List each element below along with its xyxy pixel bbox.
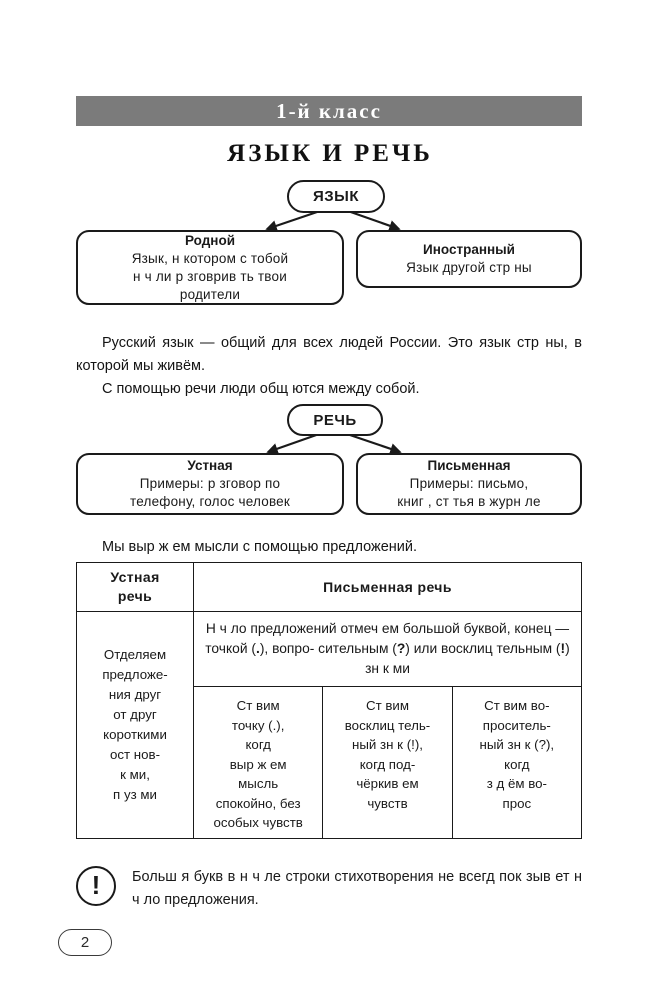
node-rodnoy: Родной Язык, н котором с тобой н ч ли р … [76, 230, 344, 305]
page-number-label: 2 [80, 934, 90, 951]
node-rodnoy-title: Родной [184, 232, 235, 248]
exclamation-icon: ! [76, 866, 116, 906]
node-rodnoy-body: Язык, н котором с тобой н ч ли р зговрив… [131, 250, 289, 302]
table-row: Ст вим точку (.), когд выр ж ем мысль сп… [77, 686, 583, 839]
table-row: Отделяем предложе- ния друг от друг коро… [76, 611, 582, 839]
node-yazyk-label: ЯЗЫК [312, 188, 360, 205]
written-main-part-e: ) или восклиц тельным ( [405, 641, 561, 656]
table-cell-written-main: Н ч ло предложений отмеч ем большой букв… [193, 611, 582, 687]
exclamation-icon-glyph: ! [91, 870, 101, 900]
table-header-row: Устная речь Письменная речь [76, 562, 582, 612]
node-ustnaya-body: Примеры: р зговор по телефону, голос чел… [130, 476, 290, 509]
node-rech: РЕЧЬ [287, 404, 383, 436]
table-header-oral-speech: Устная речь [76, 562, 194, 612]
node-pismennaya-body: Примеры: письмо, книг , ст тья в журн ле [397, 476, 541, 509]
written-main-question: ? [396, 641, 406, 656]
table-cell-period-rule: Ст вим точку (.), когд выр ж ем мысль сп… [192, 686, 324, 839]
written-main-part-a: Н ч ло предложений отмеч ем большой букв… [205, 621, 570, 656]
table-cell-question-rule: Ст вим во- проситель- ный зн к (?), когд… [451, 686, 583, 839]
node-inostrannyy-body: Язык другой стр ны [406, 260, 532, 275]
node-yazyk: ЯЗЫК [287, 180, 385, 213]
written-main-period: . [255, 641, 260, 656]
node-ustnaya: Устная Примеры: р зговор по телефону, го… [76, 453, 344, 515]
table-cell-exclamation-rule: Ст вим восклиц тель- ный зн к (!), когд … [322, 686, 453, 839]
node-rech-label: РЕЧЬ [313, 411, 357, 429]
table-cell-oral-body: Отделяем предложе- ния друг от друг коро… [76, 611, 194, 839]
note-text: Больш я букв в н ч ле строки стихотворен… [132, 869, 582, 908]
note-block: ! Больш я букв в н ч ле строки стихотвор… [76, 866, 582, 912]
written-main-part-c: ), вопро- сительным ( [259, 641, 397, 656]
paragraph-russian-language: Русский язык — общий для всех людей Росс… [76, 335, 582, 374]
table-header-written-speech: Письменная речь [193, 562, 582, 612]
grade-banner: 1-й класс [76, 96, 582, 126]
paragraph-speech-communication: С помощью речи люди общ ются между собой… [102, 381, 420, 397]
paragraph-express-thoughts: Мы выр ж ем мысли с помощью предложений. [102, 539, 418, 555]
written-main-part-g: ) зн к ми [365, 641, 570, 676]
node-pismennaya: Письменная Примеры: письмо, книг , ст ть… [356, 453, 582, 515]
node-ustnaya-title: Устная [187, 458, 233, 473]
written-main-exclaim: ! [560, 641, 566, 656]
node-inostrannyy-title: Иностранный [423, 242, 515, 257]
speech-types-table: Устная речь Письменная речь Отделяем пре… [76, 562, 583, 839]
page-number-badge: 2 [58, 929, 112, 956]
node-inostrannyy: Иностранный Язык другой стр ны [356, 230, 582, 288]
grade-banner-label: 1-й класс [276, 98, 382, 123]
page-title: ЯЗЫК И РЕЧЬ [227, 140, 433, 167]
node-pismennaya-title: Письменная [427, 458, 511, 473]
